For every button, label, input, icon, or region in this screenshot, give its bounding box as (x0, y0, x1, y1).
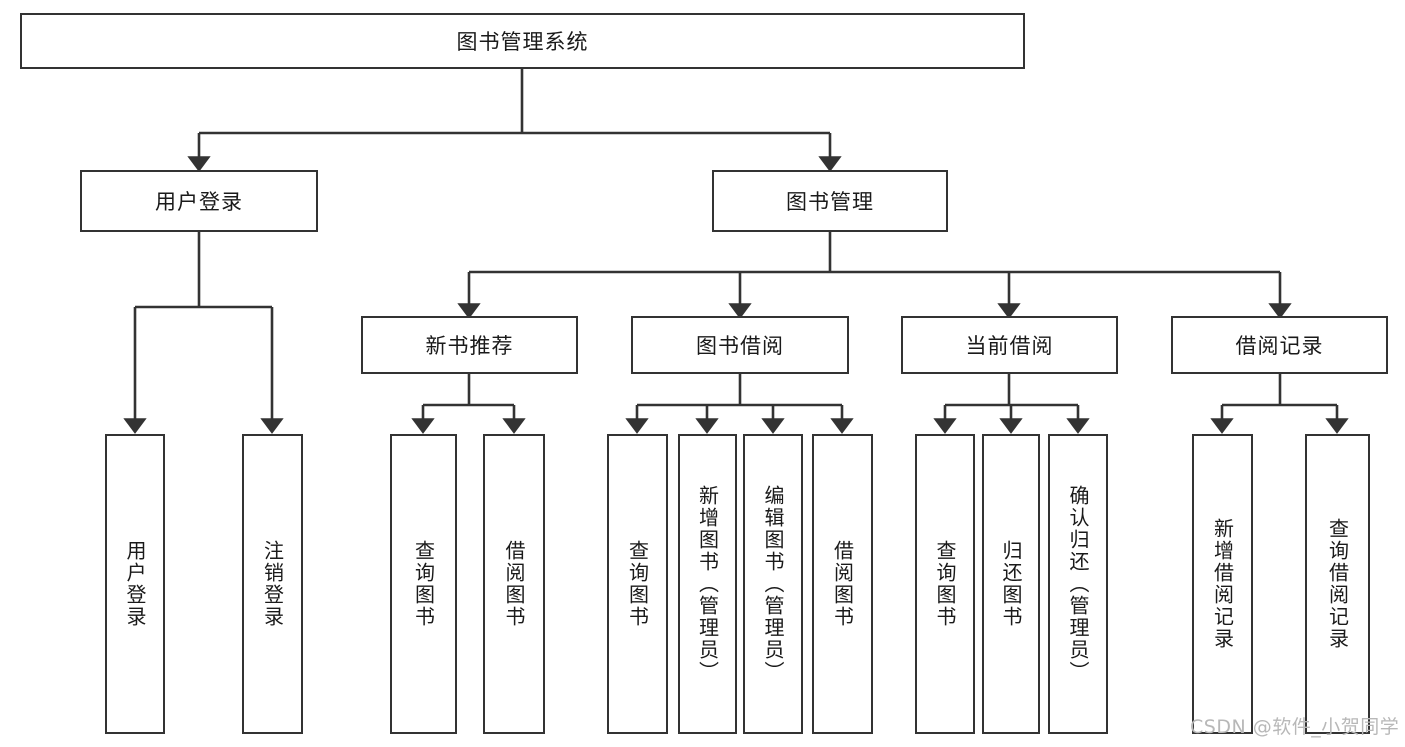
node-leaf-borrow-book-2[interactable]: 借阅图书 (812, 434, 873, 734)
node-user-login-label: 用户登录 (155, 190, 243, 214)
node-user-login[interactable]: 用户登录 (80, 170, 318, 232)
node-root-label: 图书管理系统 (456, 30, 589, 54)
node-leaf-add-book[interactable]: 新增图书（管理员） (678, 434, 737, 734)
node-leaf-borrow-book-1[interactable]: 借阅图书 (483, 434, 545, 734)
node-leaf-edit-book[interactable]: 编辑图书（管理员） (743, 434, 803, 734)
node-leaf-confirm-return[interactable]: 确认归还（管理员） (1048, 434, 1108, 734)
node-leaf-query-book-2[interactable]: 查询图书 (607, 434, 668, 734)
node-leaf-add-record[interactable]: 新增借阅记录 (1192, 434, 1253, 734)
node-current-borrow-label: 当前借阅 (965, 334, 1054, 358)
node-leaf-query-record-label: 查询借阅记录 (1325, 518, 1350, 650)
node-new-book-rec-label: 新书推荐 (425, 334, 514, 358)
node-leaf-add-book-label: 新增图书（管理员） (695, 485, 720, 683)
node-book-borrow-label: 图书借阅 (696, 334, 784, 358)
node-book-manage[interactable]: 图书管理 (712, 170, 948, 232)
node-leaf-add-record-label: 新增借阅记录 (1210, 518, 1235, 650)
node-leaf-edit-book-label: 编辑图书（管理员） (761, 485, 785, 683)
node-leaf-confirm-return-label: 确认归还（管理员） (1066, 485, 1090, 683)
node-leaf-query-book-1[interactable]: 查询图书 (390, 434, 457, 734)
node-leaf-query-book-3-label: 查询图书 (933, 540, 957, 628)
node-leaf-borrow-book-1-label: 借阅图书 (502, 540, 526, 628)
node-new-book-rec[interactable]: 新书推荐 (361, 316, 578, 374)
node-leaf-query-book-3[interactable]: 查询图书 (915, 434, 975, 734)
node-leaf-query-book-1-label: 查询图书 (411, 540, 436, 628)
node-borrow-record[interactable]: 借阅记录 (1171, 316, 1388, 374)
node-leaf-query-record[interactable]: 查询借阅记录 (1305, 434, 1370, 734)
node-leaf-logout-label: 注销登录 (260, 540, 285, 628)
node-borrow-record-label: 借阅记录 (1235, 334, 1324, 358)
node-leaf-user-login[interactable]: 用户登录 (105, 434, 165, 734)
node-book-manage-label: 图书管理 (786, 190, 874, 214)
node-leaf-query-book-2-label: 查询图书 (625, 540, 650, 628)
node-root[interactable]: 图书管理系统 (20, 13, 1025, 69)
node-book-borrow[interactable]: 图书借阅 (631, 316, 849, 374)
node-leaf-logout[interactable]: 注销登录 (242, 434, 303, 734)
node-leaf-borrow-book-2-label: 借阅图书 (830, 540, 855, 628)
node-leaf-user-login-label: 用户登录 (123, 540, 147, 628)
watermark-text: CSDN @软件_小贺同学 (1190, 716, 1400, 738)
node-current-borrow[interactable]: 当前借阅 (901, 316, 1118, 374)
node-leaf-return-book[interactable]: 归还图书 (982, 434, 1040, 734)
node-leaf-return-book-label: 归还图书 (999, 540, 1023, 628)
